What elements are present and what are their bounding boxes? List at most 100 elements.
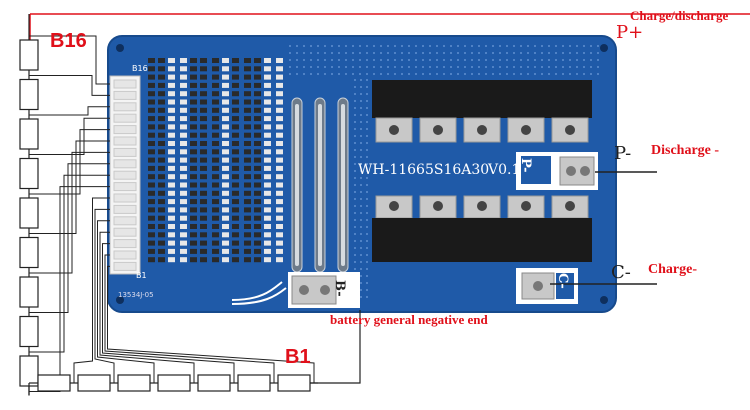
via (373, 52, 375, 54)
via (457, 52, 459, 54)
balance-wire (29, 140, 110, 234)
pad-hole (533, 281, 543, 291)
via (354, 86, 356, 88)
via (360, 233, 362, 235)
via (394, 66, 396, 68)
smd-component (200, 74, 207, 80)
via (569, 59, 571, 61)
smd-component (200, 141, 207, 146)
smd-component (190, 157, 197, 163)
via (443, 45, 445, 47)
via (471, 59, 473, 61)
via (422, 66, 424, 68)
smd-component (148, 149, 155, 155)
via (366, 268, 368, 270)
via (366, 240, 368, 242)
via (366, 289, 368, 291)
via (583, 45, 585, 47)
via (352, 66, 354, 68)
via (471, 45, 473, 47)
smd-component (190, 99, 197, 105)
p-plus-label: P+ (616, 22, 644, 43)
smd-component (148, 165, 155, 171)
pad-hole (299, 285, 309, 295)
smd-component (148, 157, 155, 163)
smd-component (180, 240, 187, 246)
via (415, 52, 417, 54)
smd-component (222, 157, 229, 163)
via (429, 73, 431, 75)
shunt-highlight (295, 104, 299, 266)
smd-component (264, 207, 271, 213)
mounting-hole (116, 296, 124, 304)
via (352, 73, 354, 75)
smd-component (264, 174, 271, 180)
battery-cell (77, 374, 111, 392)
smd-component (264, 157, 271, 163)
via (492, 59, 494, 61)
via (360, 268, 362, 270)
smd-component (200, 240, 207, 246)
smd-component (254, 107, 261, 113)
via (345, 45, 347, 47)
smd-component (200, 215, 207, 221)
smd-component (168, 149, 175, 155)
via (534, 66, 536, 68)
smd-component (158, 157, 165, 163)
smd-component (254, 157, 261, 163)
battery-cell (197, 374, 231, 392)
via (387, 52, 389, 54)
via (310, 66, 312, 68)
via (422, 45, 424, 47)
mosfet-top (460, 80, 504, 118)
via (360, 226, 362, 228)
via (394, 73, 396, 75)
via (527, 59, 529, 61)
smd-component (200, 224, 207, 229)
via (401, 59, 403, 61)
connector-pin (113, 113, 137, 123)
via (354, 100, 356, 102)
smd-component (180, 74, 187, 80)
smd-component (168, 190, 175, 196)
via (296, 73, 298, 75)
via (450, 52, 452, 54)
smd-component (168, 66, 175, 72)
via (354, 191, 356, 193)
smd-component (232, 157, 239, 163)
smd-component (264, 99, 271, 105)
smd-component (148, 107, 155, 113)
smd-component (168, 240, 175, 246)
smd-component (222, 232, 229, 238)
via (366, 226, 368, 228)
mosfet-bottom (460, 218, 504, 262)
smd-component (244, 182, 251, 188)
smd-component (212, 215, 219, 221)
balance-wire (29, 151, 110, 274)
via (366, 45, 368, 47)
smd-component (244, 224, 251, 229)
via (492, 45, 494, 47)
smd-component (232, 215, 239, 221)
smd-component (200, 132, 207, 138)
via (555, 52, 557, 54)
smd-component (148, 224, 155, 229)
smd-component (190, 232, 197, 238)
smd-component (148, 66, 155, 72)
smd-component (264, 182, 271, 188)
smd-component (168, 99, 175, 105)
smd-component (180, 157, 187, 163)
mosfet-screw (565, 125, 575, 135)
via (569, 73, 571, 75)
smd-component (264, 107, 271, 113)
smd-component (212, 99, 219, 105)
smd-component (276, 207, 283, 213)
via (352, 52, 354, 54)
battery-cell (19, 78, 39, 111)
via (562, 59, 564, 61)
connector-pin (113, 90, 137, 100)
smd-component (264, 199, 271, 205)
smd-component (232, 91, 239, 97)
via (478, 45, 480, 47)
smd-component (222, 141, 229, 146)
